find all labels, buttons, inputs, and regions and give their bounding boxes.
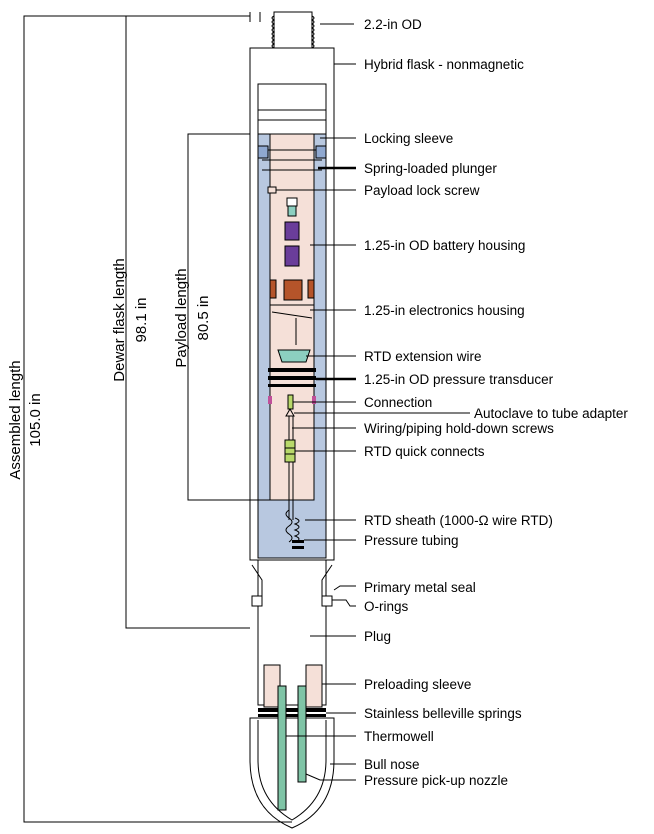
o-ring-right — [321, 595, 333, 607]
callout-payload-lock-screw: Payload lock screw — [364, 183, 480, 198]
connection-right — [312, 396, 316, 404]
callout-2-2-in-od: 2.2-in OD — [364, 17, 422, 32]
payload-length-value: 80.5 in — [195, 295, 212, 340]
callout-pressure-tubing: Pressure tubing — [364, 533, 459, 548]
callout-locking-sleeve: Locking sleeve — [364, 131, 453, 146]
threaded-pin — [273, 11, 313, 51]
thermowell-left — [277, 685, 287, 811]
battery-cell-1 — [284, 221, 300, 241]
tool-body — [249, 11, 335, 829]
callout-primary-metal-seal: Primary metal seal — [364, 580, 476, 595]
electronics-block-right — [307, 279, 315, 299]
bull-nose — [249, 717, 335, 829]
preloading-sleeve-right — [305, 664, 323, 708]
callout-spring-loaded-plunger: Spring-loaded plunger — [364, 161, 497, 176]
callout-preloading-sleeve: Preloading sleeve — [364, 677, 471, 692]
electronics-block-left — [269, 279, 277, 299]
dewar-length-label: Dewar flask length — [111, 258, 128, 381]
o-ring-left — [251, 595, 263, 607]
payload-length-label: Payload length — [173, 268, 190, 367]
callout-leaders — [276, 23, 470, 781]
dimension-lines — [23, 12, 292, 823]
callout-belleville-springs: Stainless belleville springs — [364, 706, 522, 721]
callout-autoclave-adapter: Autoclave to tube adapter — [474, 406, 628, 421]
top-cap — [257, 83, 327, 135]
battery-cell-2 — [284, 245, 300, 267]
connection-left — [268, 396, 272, 404]
callout-connection: Connection — [364, 395, 432, 410]
callout-plug: Plug — [364, 629, 391, 644]
callout-pressure-transducer: 1.25-in OD pressure transducer — [364, 372, 554, 387]
callout-o-rings: O-rings — [364, 599, 409, 614]
pressure-transducer — [268, 368, 316, 372]
callout-pressure-nozzle: Pressure pick-up nozzle — [364, 773, 508, 788]
dewar-length-value: 98.1 in — [133, 297, 150, 342]
payload-lock-screw — [267, 186, 277, 194]
callout-hybrid-flask: Hybrid flask - nonmagnetic — [364, 57, 524, 72]
thermowell-right — [297, 685, 307, 783]
electronics-block-center — [283, 279, 303, 301]
belleville-springs — [258, 708, 326, 712]
callout-hold-down-screws: Wiring/piping hold-down screws — [364, 421, 554, 436]
rtd-extension-block — [277, 349, 311, 363]
callout-bull-nose: Bull nose — [364, 757, 420, 772]
callout-electronics-housing: 1.25-in electronics housing — [364, 303, 525, 318]
callout-rtd-extension-wire: RTD extension wire — [364, 349, 482, 364]
callout-rtd-quick-connects: RTD quick connects — [364, 444, 485, 459]
callout-labels: 2.2-in OD Hybrid flask - nonmagnetic Loc… — [364, 17, 628, 788]
callout-battery-housing: 1.25-in OD battery housing — [364, 238, 525, 253]
rtd-sheath-coil — [285, 509, 304, 549]
locking-sleeve-left — [257, 145, 269, 159]
callout-rtd-sheath: RTD sheath (1000-Ω wire RTD) — [364, 513, 553, 528]
assembled-length-value: 105.0 in — [27, 393, 44, 446]
connection-fitting — [287, 394, 294, 410]
callout-thermowell: Thermowell — [364, 729, 434, 744]
rtd-quick-connect — [284, 439, 296, 463]
assembled-length-label: Assembled length — [7, 360, 24, 479]
locking-sleeve-right — [315, 145, 327, 159]
